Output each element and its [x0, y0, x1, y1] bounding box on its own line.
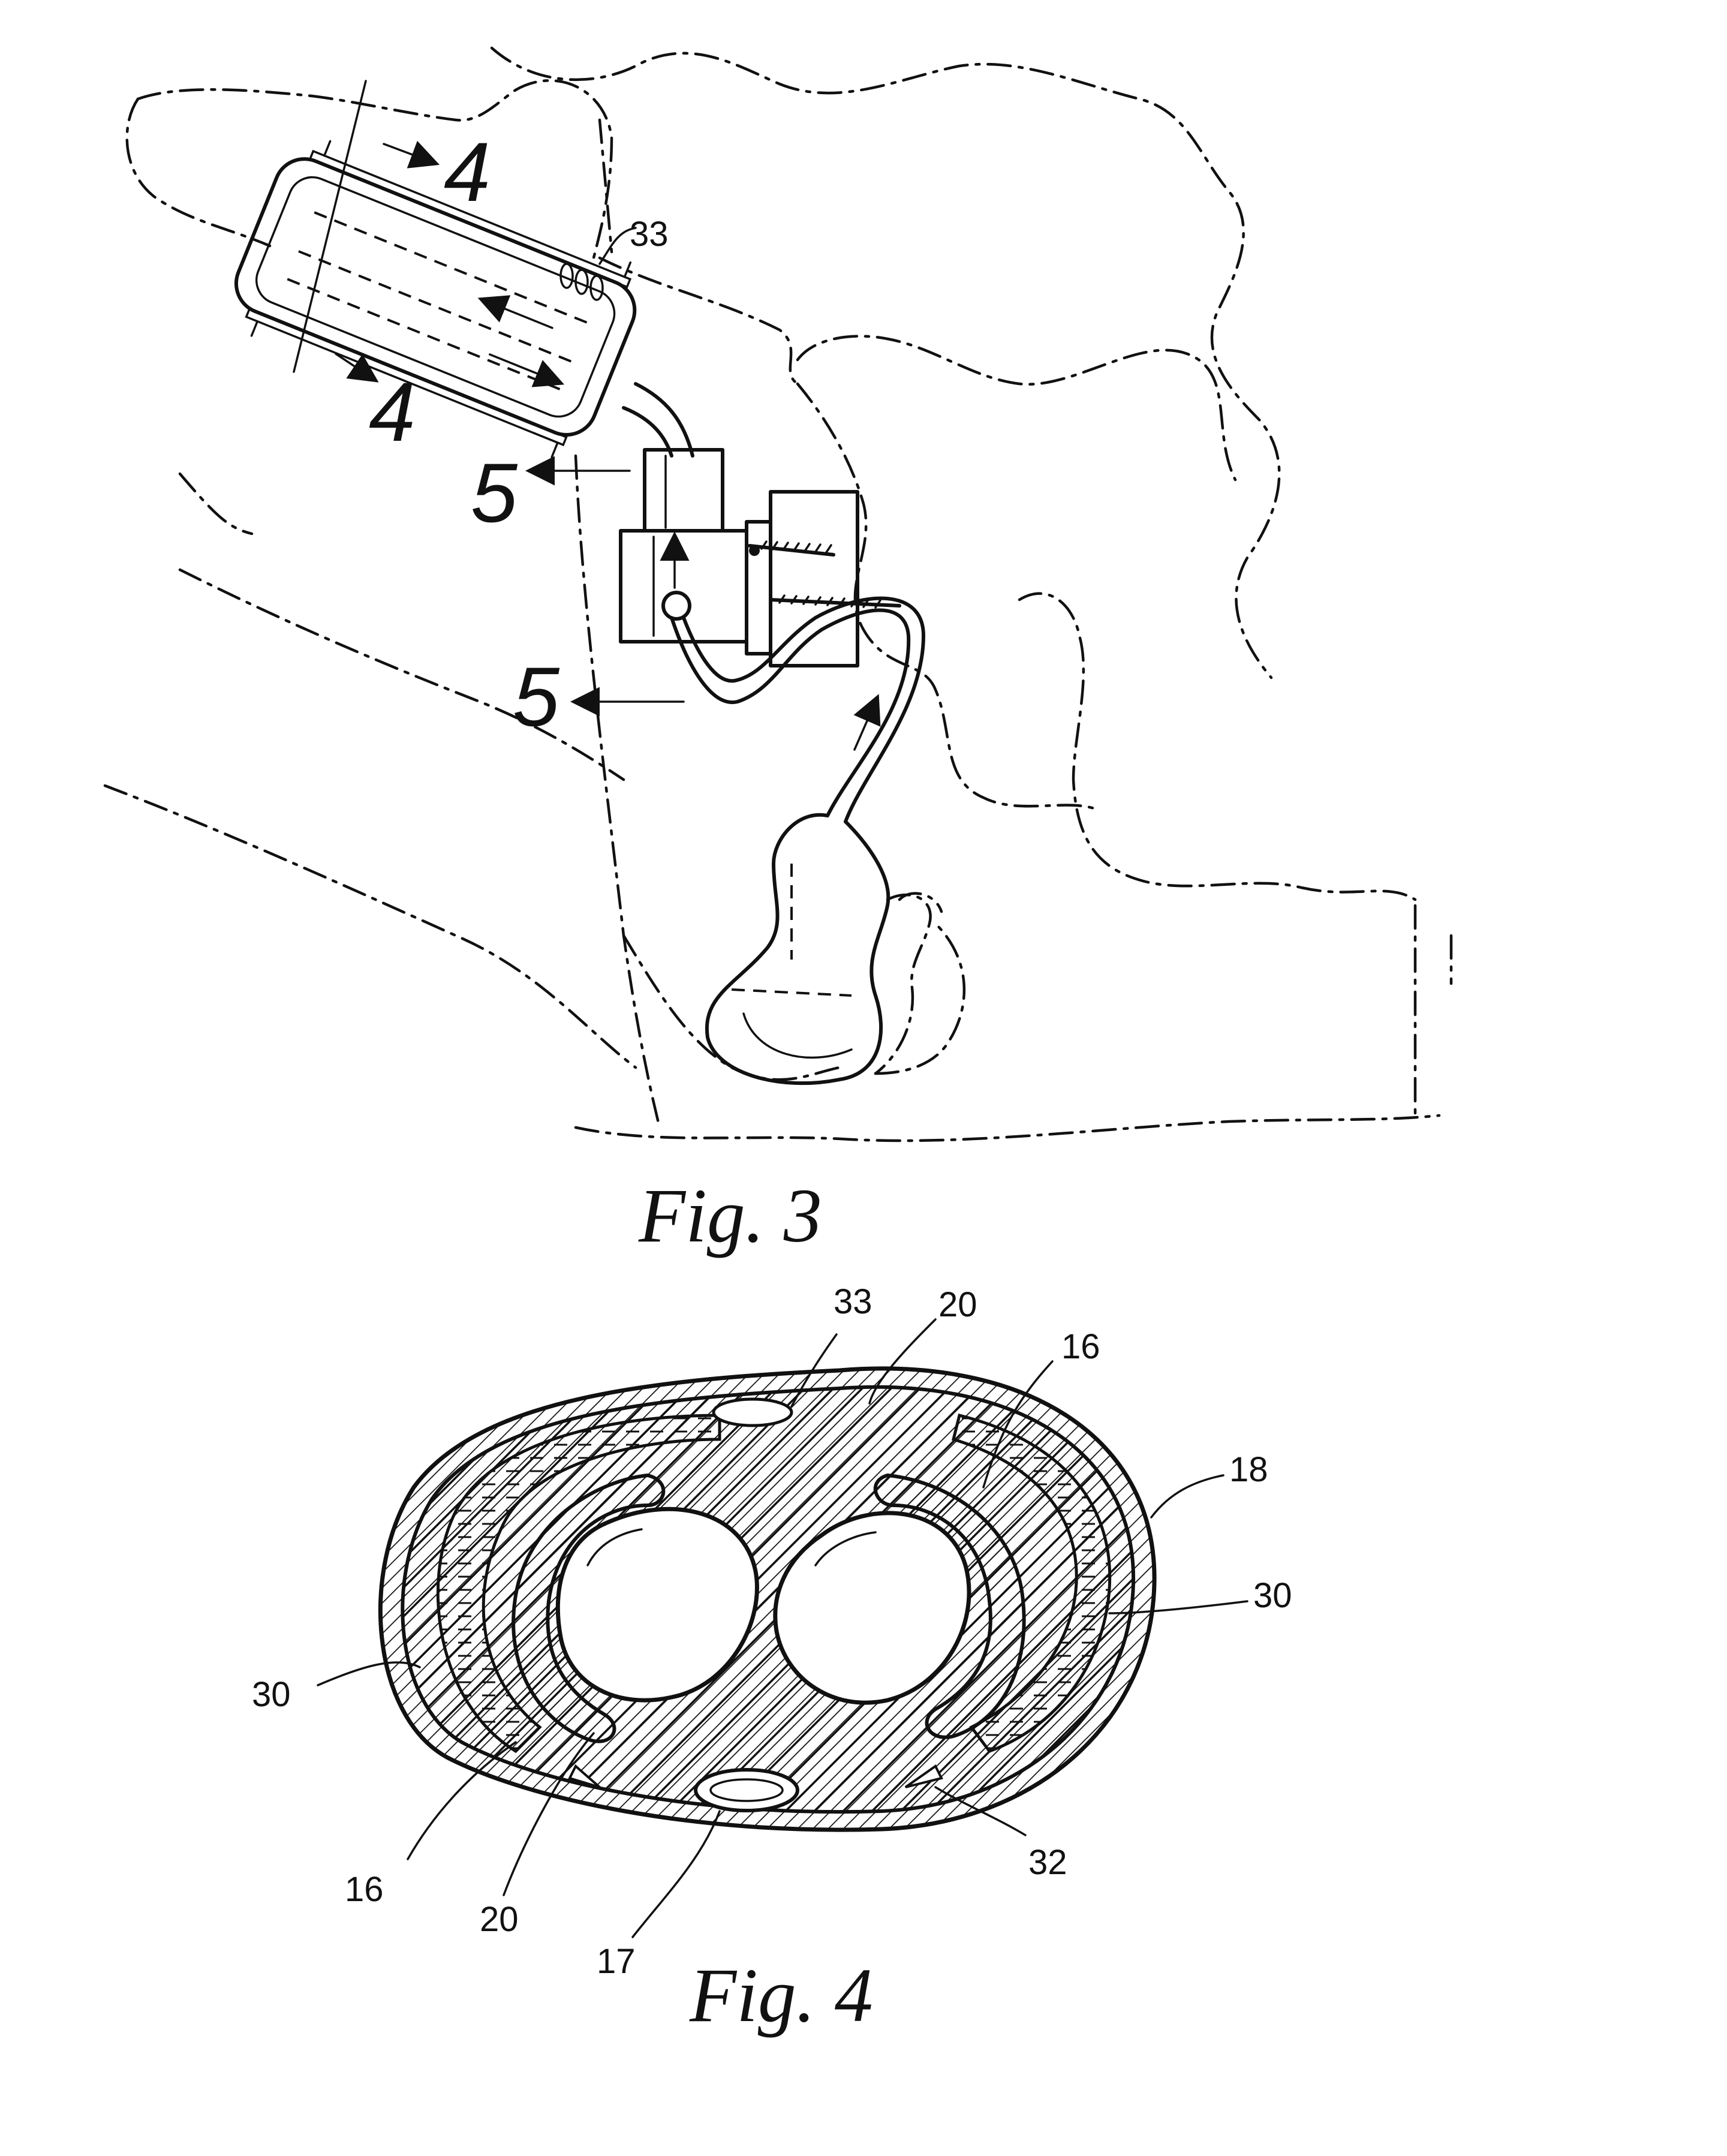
- caption-fig-4: Fig. 4: [689, 1953, 873, 2038]
- ref-20-top: 20: [938, 1285, 977, 1324]
- ref-17: 17: [597, 1942, 636, 1981]
- caption-fig-3: Fig. 3: [638, 1173, 822, 1258]
- section-label-4-bottom: 4: [369, 365, 416, 459]
- ref-16-left: 16: [345, 1870, 384, 1909]
- ref-18: 18: [1229, 1450, 1268, 1489]
- figure-4: 33 20 16 18 30 30 16 20 17 32 Fig. 4: [252, 1282, 1292, 2038]
- ref-33-fig3: 33: [630, 215, 669, 254]
- ref-32: 32: [1028, 1843, 1067, 1882]
- squeeze-bulb: [707, 815, 888, 1083]
- lumen-33: [714, 1399, 792, 1426]
- ref-33-fig4: 33: [834, 1282, 872, 1321]
- ref-20-bottom: 20: [480, 1900, 519, 1939]
- tube-lower-b: [684, 599, 923, 822]
- mounting-bracket: [747, 492, 899, 666]
- ref-16-right: 16: [1061, 1327, 1100, 1366]
- ref-30-right: 30: [1253, 1576, 1292, 1615]
- pump-block: [621, 531, 747, 642]
- cuff-reservoir: [218, 128, 653, 466]
- section-label-5-bottom: 5: [513, 649, 560, 744]
- section-label-4-top: 4: [444, 125, 491, 219]
- figure-3: 4 4 5 5 33 Fig. 3: [105, 48, 1451, 1258]
- anatomy-outline: [105, 48, 1451, 1141]
- section-label-5-top: 5: [471, 446, 518, 540]
- valve-upper: [645, 450, 723, 531]
- ref-30-left: 30: [252, 1675, 291, 1714]
